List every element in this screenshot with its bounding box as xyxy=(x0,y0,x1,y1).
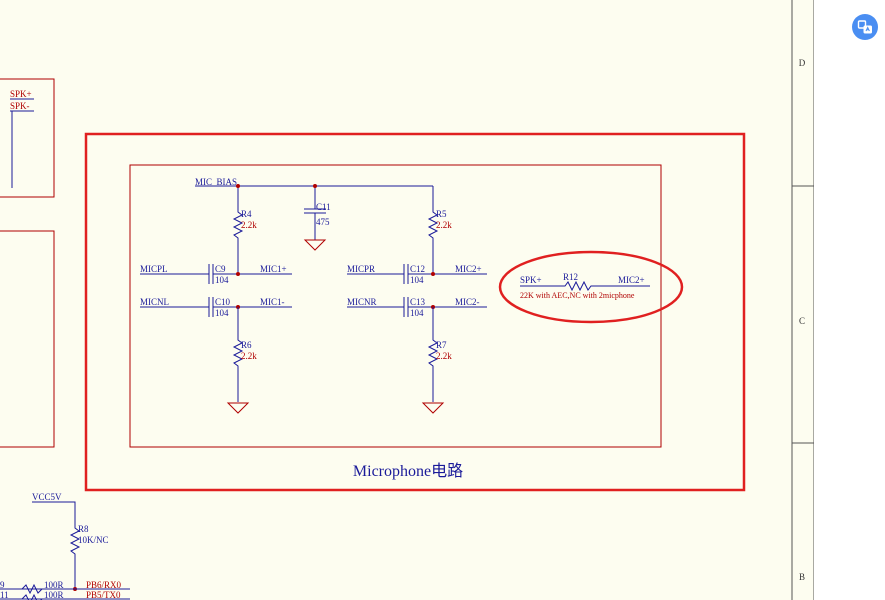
zone-label-b: B xyxy=(799,572,805,582)
c13-ref: C13 xyxy=(410,297,426,307)
resistor-r6: R6 2.2k xyxy=(226,307,257,414)
bottom-res-value-2: 100R xyxy=(44,590,64,600)
r5-ref: R5 xyxy=(436,209,447,219)
net-label-pb5: PB5/TX0 xyxy=(86,590,121,600)
bottom-res-ref-1: 9 xyxy=(0,580,5,590)
c10-ref: C10 xyxy=(215,297,231,307)
net-label-pb6: PB6/RX0 xyxy=(86,580,122,590)
r5-value: 2.2k xyxy=(436,220,452,230)
right-mic-channel: MICPR C12 104 MIC2+ MICNR C13 104 MIC2- xyxy=(347,264,487,318)
r12-ref: R12 xyxy=(563,272,578,282)
r4-ref: R4 xyxy=(241,209,252,219)
highlight-ellipse xyxy=(498,250,684,324)
net-label-mic1-plus: MIC1+ xyxy=(260,264,287,274)
net-label-micpl: MICPL xyxy=(140,264,168,274)
zone-label-d: D xyxy=(799,58,806,68)
zone-label-c: C xyxy=(799,316,805,326)
translate-button[interactable] xyxy=(852,14,878,40)
speaker-block: SPK+ SPK- xyxy=(0,78,55,198)
bottom-res-value-1: 100R xyxy=(44,580,64,590)
c12-value: 104 xyxy=(410,275,424,285)
c9-ref: C9 xyxy=(215,264,226,274)
c12-ref: C12 xyxy=(410,264,425,274)
bottom-res-ref-2: 11 xyxy=(0,590,9,600)
c11-ref: C11 xyxy=(316,202,331,212)
c11-value: 475 xyxy=(316,217,330,227)
r8-value: 10K/NC xyxy=(78,535,109,545)
mic-bias-rail: MIC_BIAS xyxy=(195,177,434,205)
resistor-r5: R5 2.2k xyxy=(427,205,452,272)
resistor-r4: R4 2.2k xyxy=(232,205,257,272)
r7-value: 2.2k xyxy=(436,351,452,361)
vcc5v-section: VCC5V R8 10K/NC 9 11 100R 100R PB6/RX0 P… xyxy=(0,492,130,600)
r4-value: 2.2k xyxy=(241,220,257,230)
r7-ref: R7 xyxy=(436,340,447,350)
net-label-vcc5v: VCC5V xyxy=(32,492,62,502)
net-label-micnr: MICNR xyxy=(347,297,377,307)
net-label-mic1-minus: MIC1- xyxy=(260,297,285,307)
viewer-sidebar xyxy=(814,0,885,600)
net-label-micnl: MICNL xyxy=(140,297,169,307)
r8-ref: R8 xyxy=(78,524,89,534)
net-label-mic2-plus: MIC2+ xyxy=(455,264,482,274)
net-label-mic2-minus: MIC2- xyxy=(455,297,480,307)
c13-value: 104 xyxy=(410,308,424,318)
r6-value: 2.2k xyxy=(241,351,257,361)
resistor-r12: SPK+ R12 MIC2+ 22K with AEC,NC with 2mic… xyxy=(520,272,650,300)
net-label-r12-mic2-plus: MIC2+ xyxy=(618,275,645,285)
net-label-micpr: MICPR xyxy=(347,264,375,274)
c9-value: 104 xyxy=(215,275,229,285)
left-block xyxy=(0,230,55,448)
net-label-r12-spk-plus: SPK+ xyxy=(520,275,542,285)
block-title: Microphone电路 xyxy=(353,462,463,480)
net-label-mic-bias: MIC_BIAS xyxy=(195,177,237,187)
r12-note: 22K with AEC,NC with 2micphone xyxy=(520,291,635,300)
c10-value: 104 xyxy=(215,308,229,318)
r6-ref: R6 xyxy=(241,340,252,350)
capacitor-c11: C11 475 xyxy=(303,202,331,251)
resistor-r7: R7 2.2k xyxy=(421,307,452,414)
translate-icon xyxy=(857,20,872,34)
net-label-spk-plus: SPK+ xyxy=(10,89,32,99)
highlight-frame xyxy=(84,132,746,492)
net-label-spk-minus: SPK- xyxy=(10,101,30,111)
drawing-frame: D C B xyxy=(791,0,815,600)
microphone-sheet xyxy=(129,164,662,448)
left-mic-channel: MICPL C9 104 MIC1+ MICNL C10 104 MIC1- xyxy=(140,264,292,318)
